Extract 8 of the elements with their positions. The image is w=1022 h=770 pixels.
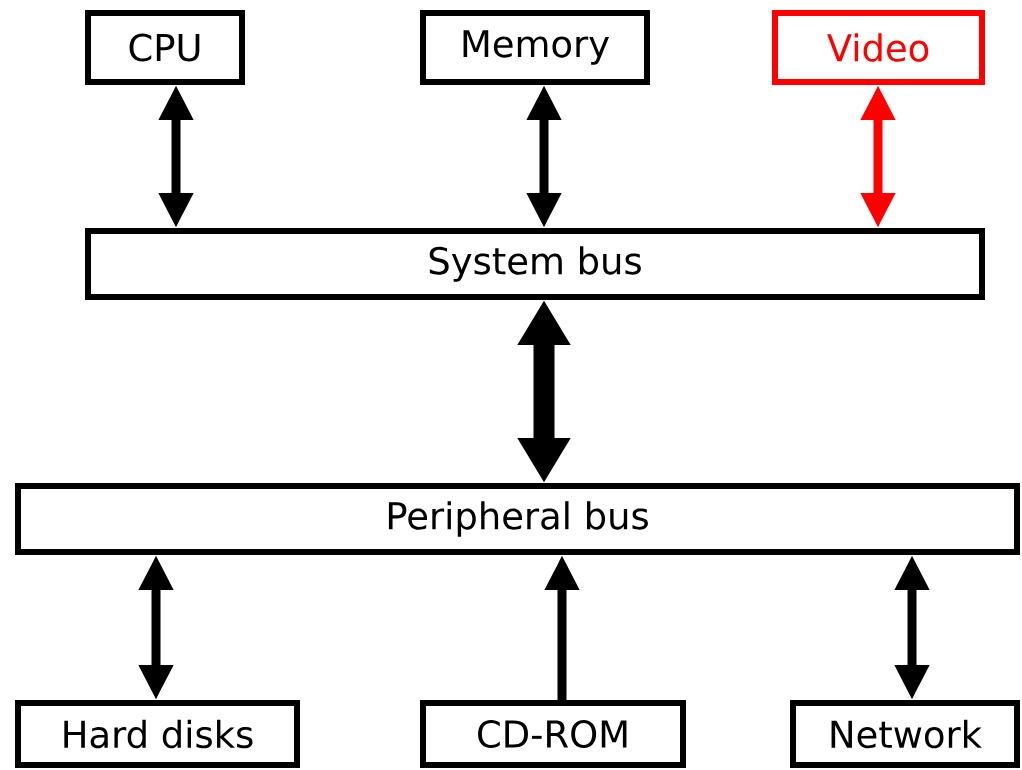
component-box: Network	[790, 700, 1020, 768]
bus-bar: System bus	[85, 228, 985, 300]
component-box: CD-ROM	[420, 700, 686, 768]
component-box: CPU	[85, 10, 245, 85]
component-box: Memory	[420, 10, 650, 85]
bus-bar: Peripheral bus	[15, 483, 1020, 555]
component-box: Video	[772, 10, 985, 85]
component-box: Hard disks	[15, 700, 300, 768]
